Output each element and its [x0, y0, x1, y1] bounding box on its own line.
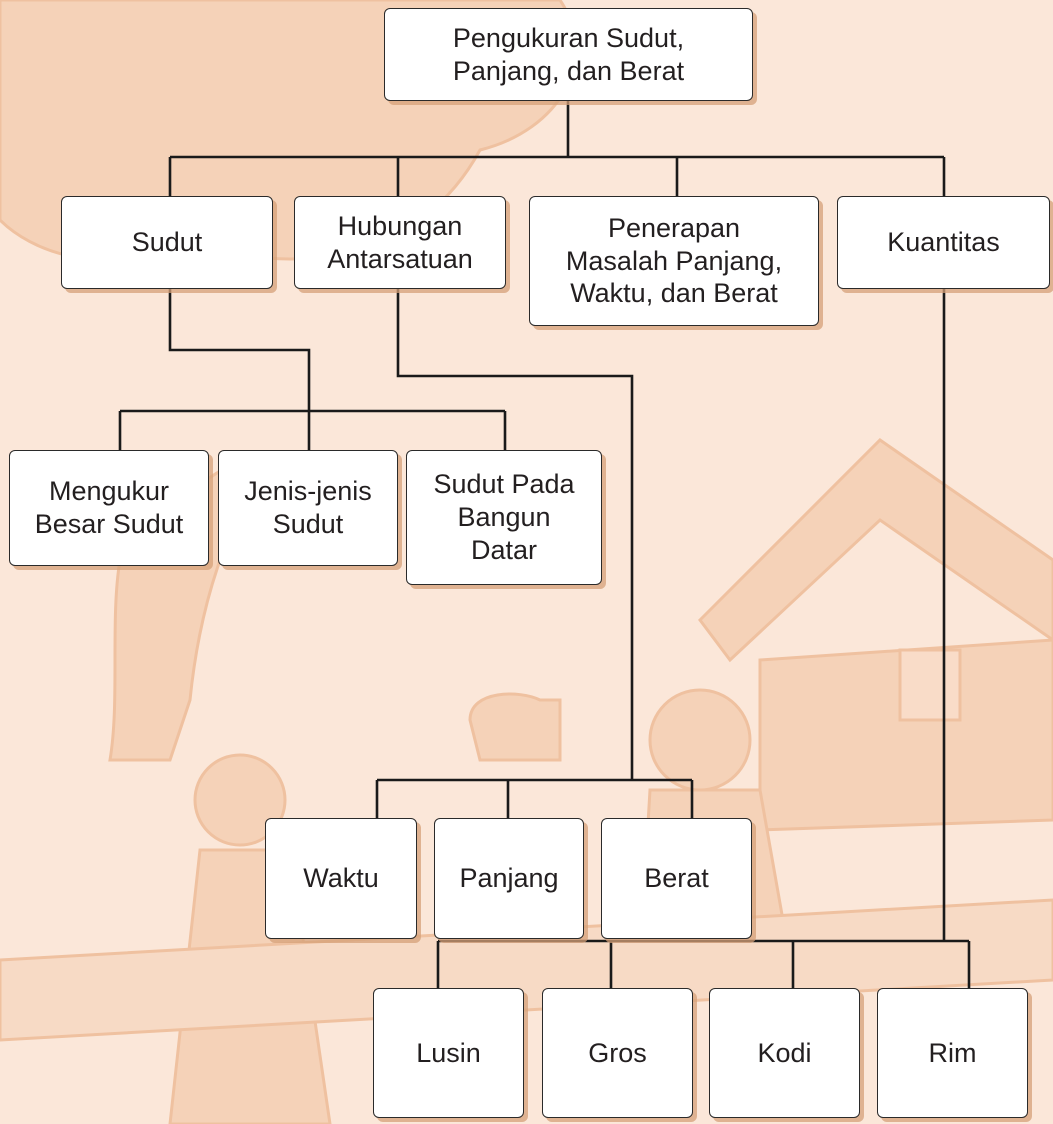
node-panjang: Panjang — [434, 818, 584, 939]
node-sudut-pada-bangun-datar: Sudut Pada Bangun Datar — [406, 450, 602, 585]
node-kodi: Kodi — [709, 988, 860, 1118]
node-jenis-jenis-sudut: Jenis-jenis Sudut — [218, 450, 398, 566]
node-rim: Rim — [877, 988, 1028, 1118]
node-kuantitas: Kuantitas — [837, 196, 1050, 289]
node-penerapan-masalah: Penerapan Masalah Panjang, Waktu, dan Be… — [529, 196, 819, 326]
node-lusin: Lusin — [373, 988, 524, 1118]
node-sudut: Sudut — [61, 196, 273, 289]
connector-kuantitas-children — [436, 289, 971, 988]
house-wall — [758, 638, 1053, 832]
node-berat: Berat — [601, 818, 752, 939]
girl-head — [193, 753, 287, 847]
node-gros: Gros — [542, 988, 693, 1118]
house-window — [898, 648, 962, 722]
node-root: Pengukuran Sudut, Panjang, dan Berat — [384, 8, 753, 101]
house-roof — [698, 438, 1053, 663]
node-waktu: Waktu — [265, 818, 417, 939]
connector-sudut-children — [118, 289, 507, 450]
node-hubungan-antarsatuan: Hubungan Antarsatuan — [294, 196, 506, 289]
node-mengukur-besar-sudut: Mengukur Besar Sudut — [9, 450, 209, 566]
connector-hubungan-children — [375, 289, 694, 818]
connector-root-level1 — [168, 101, 946, 196]
mailbox — [468, 692, 562, 762]
